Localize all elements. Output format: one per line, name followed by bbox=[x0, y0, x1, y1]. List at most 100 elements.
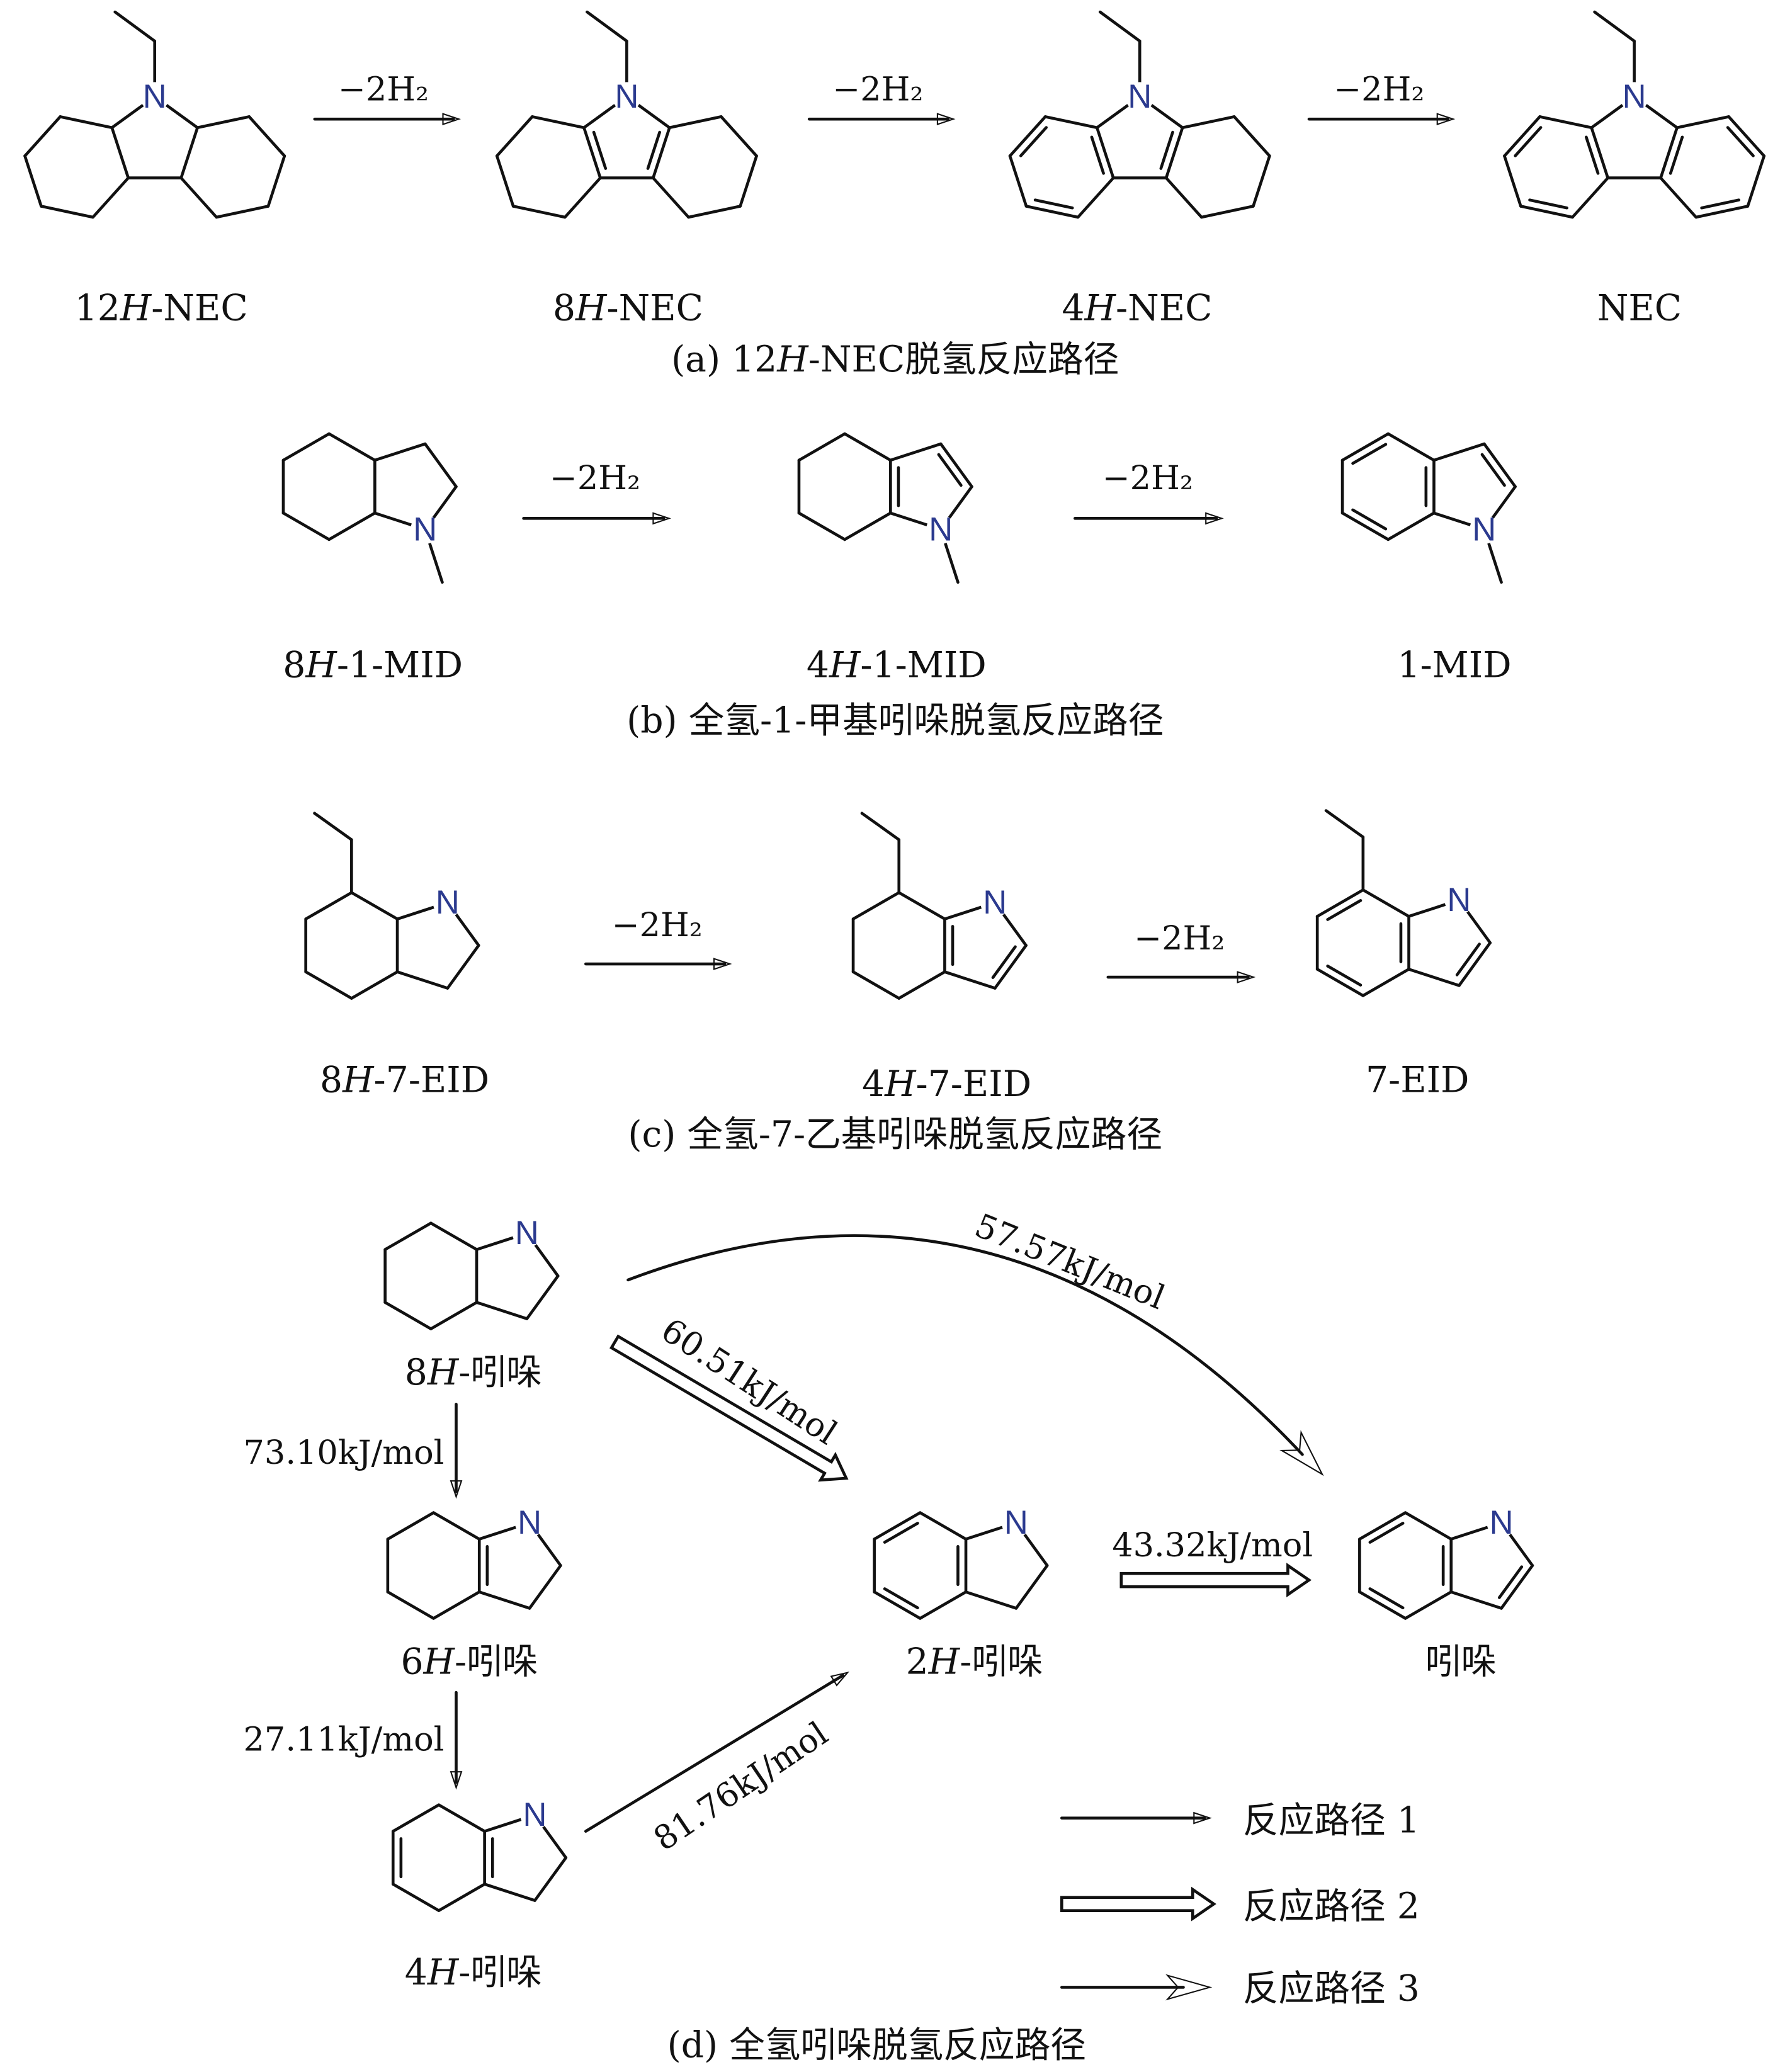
bond-line bbox=[1432, 442, 1486, 462]
arrow-shaft bbox=[584, 1673, 845, 1833]
nitrogen-atom-label: N bbox=[1490, 1504, 1514, 1541]
molecule-indole: N bbox=[1358, 1504, 1534, 1620]
arrow-head bbox=[1237, 971, 1256, 983]
bond-line bbox=[843, 432, 892, 462]
bond-line bbox=[432, 1511, 481, 1541]
molecule-label: 4H-吲哚 bbox=[405, 1952, 542, 1993]
molecule-label: 8H-7-EID bbox=[320, 1060, 489, 1101]
bond-line bbox=[437, 1803, 486, 1833]
bond-line bbox=[391, 1803, 441, 1833]
double-bond-line bbox=[1726, 126, 1755, 157]
bond-line bbox=[1200, 205, 1255, 219]
molecule-4H-indole: N bbox=[391, 1796, 568, 1912]
bond-line bbox=[889, 442, 943, 462]
double-bond-line bbox=[1368, 1522, 1405, 1544]
reaction-arrow bbox=[807, 113, 956, 126]
molecule-8H-indole: N bbox=[383, 1214, 560, 1330]
bond-line bbox=[1164, 126, 1184, 179]
atom-mask bbox=[1001, 1508, 1031, 1537]
bond-line bbox=[477, 1590, 531, 1610]
hollow-arrow bbox=[1060, 1886, 1216, 1922]
bond-line bbox=[1095, 126, 1115, 179]
bond-line bbox=[1694, 205, 1750, 219]
bond-line bbox=[897, 891, 946, 920]
nitrogen-atom-label: N bbox=[1004, 1504, 1028, 1541]
bond-line bbox=[1593, 10, 1636, 43]
nitrogen-atom-label: N bbox=[515, 1214, 539, 1252]
molecule-label: 7-EID bbox=[1366, 1060, 1469, 1101]
bond-line bbox=[327, 511, 377, 541]
atom-mask bbox=[514, 1508, 545, 1537]
bond-line bbox=[429, 1301, 479, 1330]
bond-line bbox=[281, 511, 331, 541]
double-bond-line bbox=[592, 130, 608, 170]
reaction-arrow bbox=[1106, 971, 1256, 983]
double-bond-line bbox=[1159, 130, 1174, 170]
hollow-arrow bbox=[609, 1334, 849, 1482]
legend-arrow-path-1 bbox=[1060, 1811, 1212, 1825]
bond-line bbox=[304, 970, 353, 1000]
bond-line bbox=[1361, 968, 1410, 997]
bond-line bbox=[873, 1590, 922, 1620]
double-bond-line bbox=[1019, 126, 1048, 157]
bond-line bbox=[943, 970, 997, 990]
bond-line bbox=[1659, 126, 1679, 179]
arrow-head bbox=[1205, 512, 1224, 525]
molecule-label: 4H-1-MID bbox=[807, 644, 987, 686]
molecule-label: NEC bbox=[1597, 287, 1682, 329]
bond-line bbox=[1519, 205, 1574, 219]
bond-line bbox=[281, 432, 331, 462]
bond-line bbox=[1590, 126, 1609, 179]
bond-line bbox=[1181, 115, 1236, 130]
bond-line bbox=[1727, 115, 1766, 158]
molecule-label: 2H-吲哚 bbox=[906, 1641, 1043, 1683]
panel-d: 8H-吲哚 6H-吲哚 4H-吲哚 2H-吲哚 吲哚 57.57kJ/mol 6… bbox=[244, 1206, 1497, 2066]
bond-line bbox=[525, 1274, 560, 1320]
atom-mask bbox=[433, 888, 462, 917]
bond-line bbox=[383, 1301, 433, 1330]
bond-line bbox=[23, 154, 43, 208]
bond-line bbox=[1098, 10, 1142, 43]
bond-line bbox=[386, 1590, 435, 1620]
bond-line bbox=[1358, 1590, 1407, 1620]
reaction-arrow bbox=[584, 958, 732, 970]
bond-line bbox=[652, 176, 690, 219]
bond-line bbox=[897, 970, 946, 1000]
bond-line bbox=[1503, 154, 1522, 208]
molecule-label: 8H-吲哚 bbox=[405, 1352, 542, 1393]
molecule-label: 8H-1-MID bbox=[283, 644, 463, 686]
legend-label-path-1: 反应路径 1 bbox=[1243, 1800, 1420, 1842]
nitrogen-atom-label: N bbox=[1472, 511, 1496, 548]
bond-line bbox=[533, 1856, 568, 1902]
bond-line bbox=[1538, 115, 1594, 130]
bond-line bbox=[1043, 115, 1099, 130]
molecule-2H-indole: N bbox=[873, 1504, 1049, 1620]
bond-line bbox=[851, 891, 901, 920]
arrow-head bbox=[936, 113, 956, 126]
bond-line bbox=[179, 176, 218, 219]
arrow-head bbox=[450, 1480, 463, 1499]
bond-line bbox=[1008, 115, 1047, 158]
bond-line bbox=[797, 432, 846, 462]
molecule-label: 吲哚 bbox=[1425, 1641, 1497, 1683]
bond-line bbox=[423, 442, 458, 489]
bond-line bbox=[1386, 432, 1436, 462]
molecule-8H-NEC: N bbox=[495, 10, 758, 219]
reaction-arrow bbox=[313, 113, 462, 126]
nitrogen-atom-label: N bbox=[1128, 78, 1152, 115]
bond-line bbox=[1324, 809, 1365, 839]
double-bond-line bbox=[1700, 198, 1741, 210]
molecule-8H-7-EID: N bbox=[304, 812, 480, 1000]
bond-line bbox=[327, 432, 377, 462]
atom-mask bbox=[140, 82, 169, 111]
double-bond-line bbox=[991, 945, 1017, 979]
bond-line bbox=[1024, 205, 1080, 219]
panel-caption: (d) 全氢吲哚脱氢反应路径 bbox=[667, 2025, 1086, 2066]
panel-caption: (a) 12H-NEC脱氢反应路径 bbox=[671, 339, 1119, 380]
bond-line bbox=[373, 442, 427, 462]
reagent-label: −2H₂ bbox=[1334, 71, 1424, 109]
legend-label-path-2: 反应路径 2 bbox=[1243, 1886, 1420, 1927]
bond-line bbox=[495, 115, 534, 158]
